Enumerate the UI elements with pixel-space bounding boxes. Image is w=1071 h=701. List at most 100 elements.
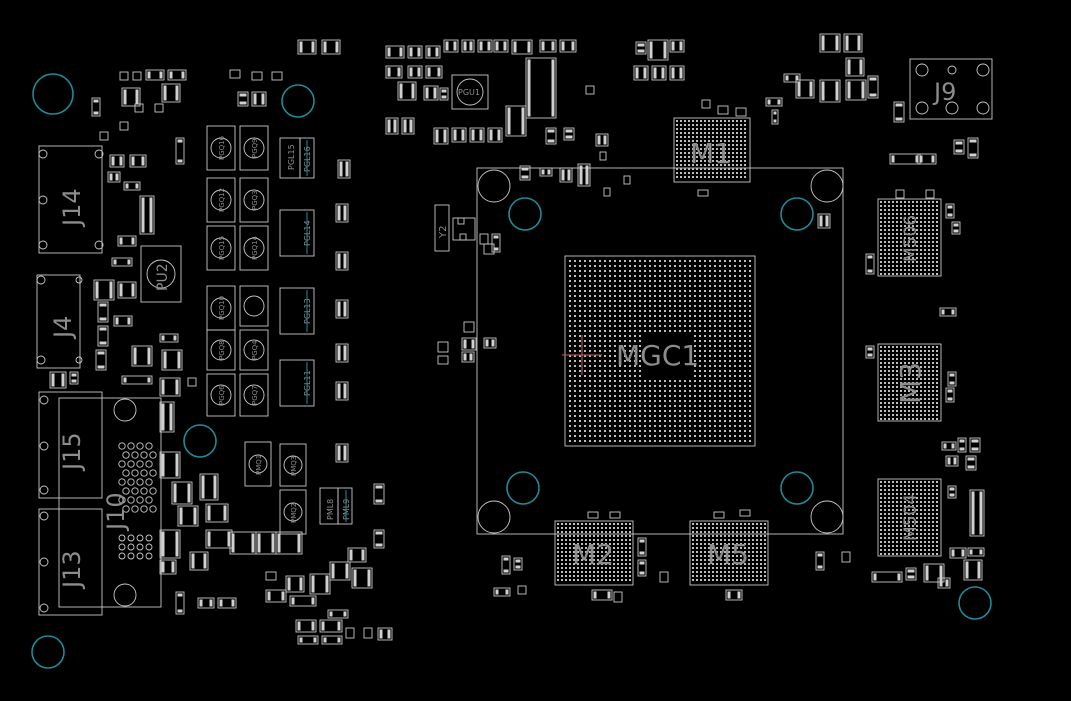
connector-j14[interactable]: J14	[38, 145, 104, 254]
bga-ball	[732, 547, 734, 549]
bga-ball	[574, 395, 576, 397]
connector-j15[interactable]: J15	[38, 391, 103, 499]
bga-ball	[589, 285, 591, 287]
bga-ball	[679, 310, 681, 312]
bga-ball	[908, 501, 910, 503]
bga-ball	[565, 547, 567, 549]
bga-ball	[936, 273, 938, 275]
bga-ball	[614, 405, 616, 407]
bga-ball	[739, 340, 741, 342]
bga-ball	[896, 241, 898, 243]
inductor-pgq6[interactable]: PGQ6	[206, 373, 236, 417]
bga-ball	[729, 435, 731, 437]
inductor-pgq10[interactable]: PGQ10	[206, 285, 236, 331]
bga-ball	[674, 390, 676, 392]
memory-chip-m504[interactable]: M504	[877, 478, 942, 557]
bga-ball	[689, 440, 691, 442]
bga-ball	[609, 395, 611, 397]
memory-chip-m506[interactable]: M506	[877, 198, 942, 277]
bga-ball	[585, 579, 587, 581]
passive-component	[725, 589, 743, 601]
bga-ball	[579, 325, 581, 327]
passive-component	[493, 39, 509, 53]
mosfet-pmq1[interactable]: PMQ1	[244, 441, 272, 487]
connector-j10[interactable]: J10	[58, 397, 162, 608]
bga-ball	[744, 430, 746, 432]
bga-ball	[912, 253, 914, 255]
bga-ball	[936, 386, 938, 388]
inductor-pgq12[interactable]: PGQ12	[206, 177, 236, 223]
bga-ball	[928, 370, 930, 372]
inductor-pgq-extra[interactable]	[239, 285, 269, 327]
crystal-y2[interactable]: Y2	[434, 204, 476, 252]
bga-ball	[888, 386, 890, 388]
bga-ball	[724, 152, 726, 154]
inductor-pgq4[interactable]: PGQ4	[239, 329, 269, 371]
bga-ball	[594, 365, 596, 367]
connector-label-j4: J4	[49, 316, 77, 340]
bga-ball	[708, 579, 710, 581]
memory-chip-m1[interactable]: M1	[673, 117, 751, 183]
bga-ball	[649, 440, 651, 442]
inductor-pgq3[interactable]: PGQ3	[239, 177, 269, 223]
bga-ball	[748, 527, 750, 529]
inductor-pgl13[interactable]: PGL13	[279, 287, 315, 335]
bga-ball	[599, 385, 601, 387]
bga-ball	[749, 365, 751, 367]
inductor-pgl11[interactable]: PGL11	[279, 359, 315, 407]
bga-ball	[884, 390, 886, 392]
bga-ball	[573, 579, 575, 581]
main-chip-mgc1[interactable]: MGC1	[476, 167, 844, 535]
bga-ball	[916, 489, 918, 491]
bga-ball	[609, 300, 611, 302]
memory-chip-m2[interactable]: M2	[554, 520, 634, 586]
bga-ball	[904, 398, 906, 400]
inductor-pgq14[interactable]: PGQ14	[239, 225, 269, 271]
bga-ball	[644, 265, 646, 267]
bga-ball	[589, 365, 591, 367]
inductor-pgq7[interactable]: PGQ7	[239, 373, 269, 417]
bga-ball	[659, 425, 661, 427]
bga-ball	[654, 260, 656, 262]
inductor-pgq9[interactable]: PGQ9	[239, 125, 269, 171]
connector-j13[interactable]: J13	[38, 508, 103, 616]
bga-ball	[912, 406, 914, 408]
mosfet-pmq3[interactable]: PMQ3	[279, 443, 307, 487]
bga-ball	[601, 555, 603, 557]
bga-ball	[659, 265, 661, 267]
bga-ball	[659, 435, 661, 437]
ic-pu2[interactable]: PU2	[140, 245, 182, 303]
connector-j4[interactable]: J4	[36, 274, 83, 369]
bga-ball	[904, 374, 906, 376]
bga-ball	[716, 152, 718, 154]
connector-j9[interactable]: J9	[909, 58, 993, 120]
bga-ball	[649, 380, 651, 382]
inductor-pgl15[interactable]: PGL15	[279, 137, 301, 179]
bga-ball	[704, 543, 706, 545]
memory-chip-m5[interactable]: M5	[689, 520, 769, 586]
bga-ball	[574, 360, 576, 362]
bga-ball	[734, 385, 736, 387]
inductor-pml9[interactable]: PML9	[337, 487, 353, 525]
bga-ball	[669, 330, 671, 332]
bga-ball	[619, 355, 621, 357]
bga-ball	[916, 493, 918, 495]
ic-pgu1[interactable]: PGU1	[451, 74, 489, 110]
inductor-pgq16[interactable]: PGQ16	[206, 125, 236, 171]
memory-chip-m3[interactable]: M3	[877, 343, 942, 422]
bga-ball	[609, 355, 611, 357]
bga-ball	[634, 270, 636, 272]
inductor-pgl14[interactable]: PGL14	[279, 209, 315, 257]
bga-ball	[728, 579, 730, 581]
connector-pin	[145, 442, 153, 450]
bga-ball	[888, 378, 890, 380]
bga-ball	[584, 375, 586, 377]
mosfet-pmq2[interactable]: PMQ2	[279, 489, 307, 535]
bga-ball	[709, 430, 711, 432]
passive-component	[289, 595, 317, 607]
inductor-pgq8[interactable]: PGQ8	[206, 329, 236, 371]
bga-ball	[928, 402, 930, 404]
bga-ball	[680, 164, 682, 166]
inductor-pml8[interactable]: PML8	[319, 487, 339, 525]
inductor-pgq15[interactable]: PGQ15	[206, 225, 236, 271]
